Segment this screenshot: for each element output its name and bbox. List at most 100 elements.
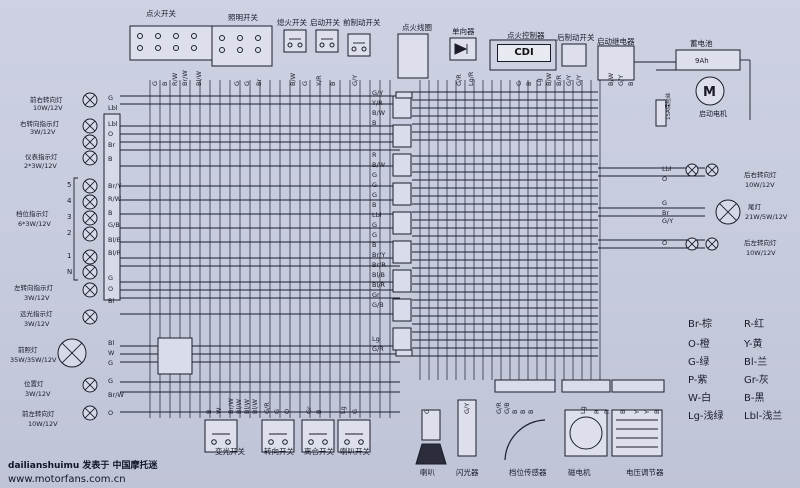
horn-switch-label: 喇叭开关 [340,447,370,456]
meter-lamp-2-x [84,152,96,164]
legend-o: O-橙 [688,339,710,350]
rear-left-turn-lamp-1-x [687,239,697,249]
bottom-switch-contact [322,439,328,445]
high-beam-indicator-lamp-x [84,311,96,323]
top-wire-label: Y/R [315,75,323,86]
top-wire-label: Lg/R [467,71,475,86]
top-wire-label: Lg [535,78,543,86]
bottom-wire-label: Y [643,410,651,414]
left-wire-label: Bl [108,297,115,305]
bottom-wire-label: O [283,408,291,414]
left-wire-label: R/W [108,195,122,203]
rear-right-turn-name: 后右转向灯 [744,171,777,179]
ignition-contact [155,45,161,51]
top-wire-label: G [151,80,159,86]
bottom-wire-label: R [603,409,611,414]
legend-bl: Bl-兰 [744,357,768,368]
center-wire-label: Y/R [372,99,383,107]
ignition-contact [191,33,197,39]
kill-switch-label: 熄火开关 [277,18,307,27]
fuse-icon [655,99,667,127]
horn-label: 喇叭 [420,468,435,477]
instrument-connector [103,113,121,301]
right-turn-indicator-spec: 3W/12V [30,128,56,136]
rear-left-turn-lamp-2-x [707,239,717,249]
start-relay-box [597,45,635,81]
top-wire-label: G/Y [565,74,573,86]
bottom-switch-contact [308,439,314,445]
footer-credit: dailianshuimu 发表于 中国摩托迷 [8,461,158,471]
bottom-wire-label: Gr [305,406,313,414]
left-wire-label: B [108,155,113,163]
ignition-contact [173,45,179,51]
bottom-wire-label: G [351,408,359,414]
cdi-box: CDI [497,44,551,62]
legend-b: B-黑 [744,393,765,404]
ignition-coil-label: 点火线圈 [402,23,432,32]
gear-number-2: 2 [67,229,72,237]
bottom-switch-1 [261,419,295,453]
high-beam-indicator-spec: 3W/12V [24,320,50,328]
top-wire-label: Br [255,78,263,86]
left-wire-label: Lbl [108,120,118,128]
left-wire-label: Br/W [108,391,124,399]
top-wire-label: Br/W [181,70,189,86]
center-wire-label: G [372,181,378,189]
right-turn-indicator-name: 右转向指示灯 [20,120,59,128]
bottom-wire-label: G/B [503,402,511,414]
left-wire-label: O [108,130,114,138]
switch-box-1 [315,29,339,53]
ignition-coil-box [397,33,429,79]
gear-sensor-arc [504,419,546,461]
front-left-turn-name: 前左转向灯 [22,410,55,418]
horn-body [421,409,441,441]
switch-contact [351,46,357,52]
left-wire-label: G [108,94,114,102]
left-wire-label: G [108,274,114,282]
meter-lamp-1-x [84,136,96,148]
bottom-wire-label: G [423,408,431,414]
bottom-wire-label: Br/W [227,398,235,414]
dimmer-switch-label: 变光开关 [215,447,245,456]
switch-contact [361,46,367,52]
light-contact [237,35,243,41]
bottom-switch-contact [282,439,288,445]
bottom-wire-label: G/R [495,402,503,414]
top-wire-label: B [329,81,337,86]
right-wire-label: O [662,175,668,183]
headlamp-icon-x [61,342,83,364]
bottom-wire-label: B [205,409,213,414]
bottom-wire-label: B [619,409,627,414]
left-wire-label: G [108,377,114,385]
position-lamp-name: 位置灯 [24,380,44,388]
flasher-label: 闪光器 [456,468,479,477]
center-wire-label: G [372,191,378,199]
ignition-contact [173,33,179,39]
top-wire-label: G [233,80,241,86]
clutch-switch-label: 离合开关 [304,447,334,456]
left-turn-indicator-spec: 3W/12V [24,294,50,302]
center-wire-label: G/Y [372,89,384,97]
tail-lamp-spec: 21W/5W/12V [745,213,788,221]
connector-block-2 [392,153,412,177]
top-wire-label: G/Y [351,74,359,86]
gear-number-4: 4 [67,197,72,205]
gear-number-n: N [67,268,73,276]
diode-label: 单向器 [452,27,475,36]
center-wire-label: Lbl [372,211,382,219]
top-wire-label: B/R [555,74,563,86]
center-wire-label: G [372,171,378,179]
center-wire-label: B/W [372,161,386,169]
gear-lamp-5-x [84,266,96,278]
bottom-wire-label: B [315,409,323,414]
top-wire-label: B/W [289,72,297,86]
left-turn-indicator-lamp-x [84,284,96,296]
position-lamp-spec: 3W/12V [25,390,51,398]
top-wire-label: G [515,80,523,86]
light-switch-label: 照明开关 [228,13,258,22]
center-wire-label: Br/Y [372,251,386,259]
top-wire-label: B/W [545,72,553,86]
bottom-switch-contact [268,439,274,445]
cdi-controller-label: 点火控制器 [507,31,545,40]
